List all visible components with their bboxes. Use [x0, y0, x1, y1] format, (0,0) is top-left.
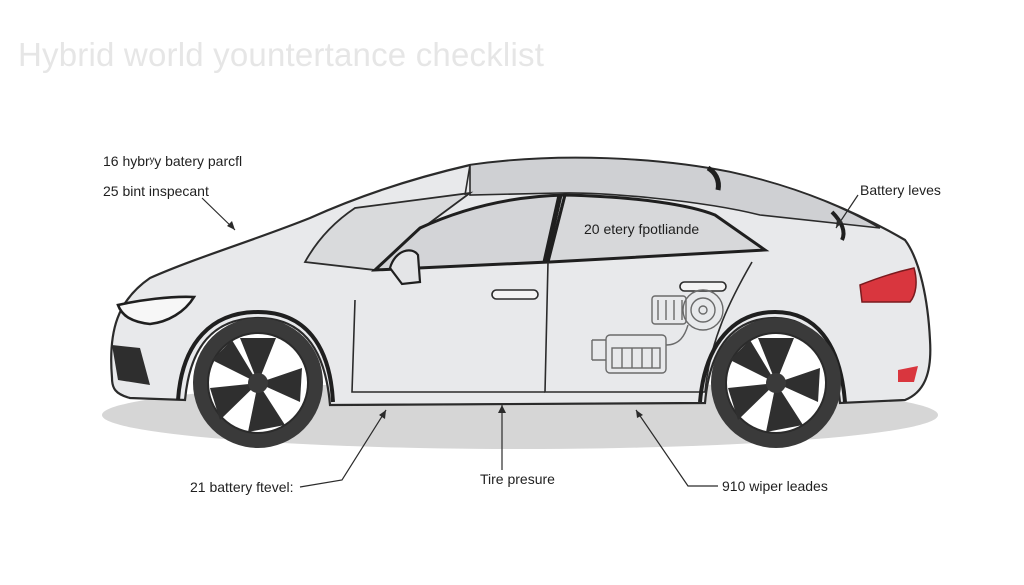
front-wheel	[193, 318, 323, 448]
rear-spoiler	[830, 210, 846, 241]
arrowhead-battery-leves	[836, 219, 843, 228]
leader-battery-ftevel	[299, 409, 387, 488]
label-bint-inspecant: 25 bint inspecant	[103, 183, 209, 199]
b-pillar	[542, 194, 563, 263]
windshield	[303, 191, 474, 271]
side-mirror	[388, 249, 422, 286]
roof-panel	[469, 157, 881, 229]
side-sill	[329, 402, 706, 406]
rear-side-window	[546, 193, 770, 264]
arrowhead-battery-ftevel	[379, 410, 386, 419]
front-door-line	[351, 299, 545, 393]
label-battery-ftevel: 21 battery ftevel:	[190, 479, 294, 495]
arrowhead-bint	[227, 221, 235, 230]
antenna-fin	[706, 165, 721, 191]
rear-door-line	[544, 261, 753, 393]
rear-reflector	[898, 366, 918, 382]
taillight	[859, 267, 917, 303]
hybrid-battery-pack-component	[591, 324, 689, 374]
label-wiper-leades: 910 wiper leades	[722, 478, 828, 494]
rear-wheel	[711, 318, 841, 448]
headlight	[116, 295, 197, 326]
label-hybrid-battery: 16 hybrʸy batery parcfl	[103, 153, 243, 169]
leader-wiper-leades	[635, 409, 718, 487]
arrowhead-wiper	[636, 410, 643, 418]
label-tire-presure: Tire presure	[480, 471, 555, 487]
diagram-title: Hybrid world yountertance checklist	[18, 36, 545, 73]
arrowhead-tire	[498, 405, 506, 413]
front-door-handle	[491, 289, 539, 300]
front-wheel-arch	[176, 309, 335, 403]
label-etery-fpotliande: 20 etery fpotliande	[584, 221, 700, 237]
front-bumper-vent	[112, 345, 150, 385]
label-battery-leves: Battery leves	[860, 182, 941, 198]
roof-rail	[464, 164, 471, 196]
electric-motor-component	[651, 289, 724, 331]
rear-door-handle	[679, 281, 727, 292]
